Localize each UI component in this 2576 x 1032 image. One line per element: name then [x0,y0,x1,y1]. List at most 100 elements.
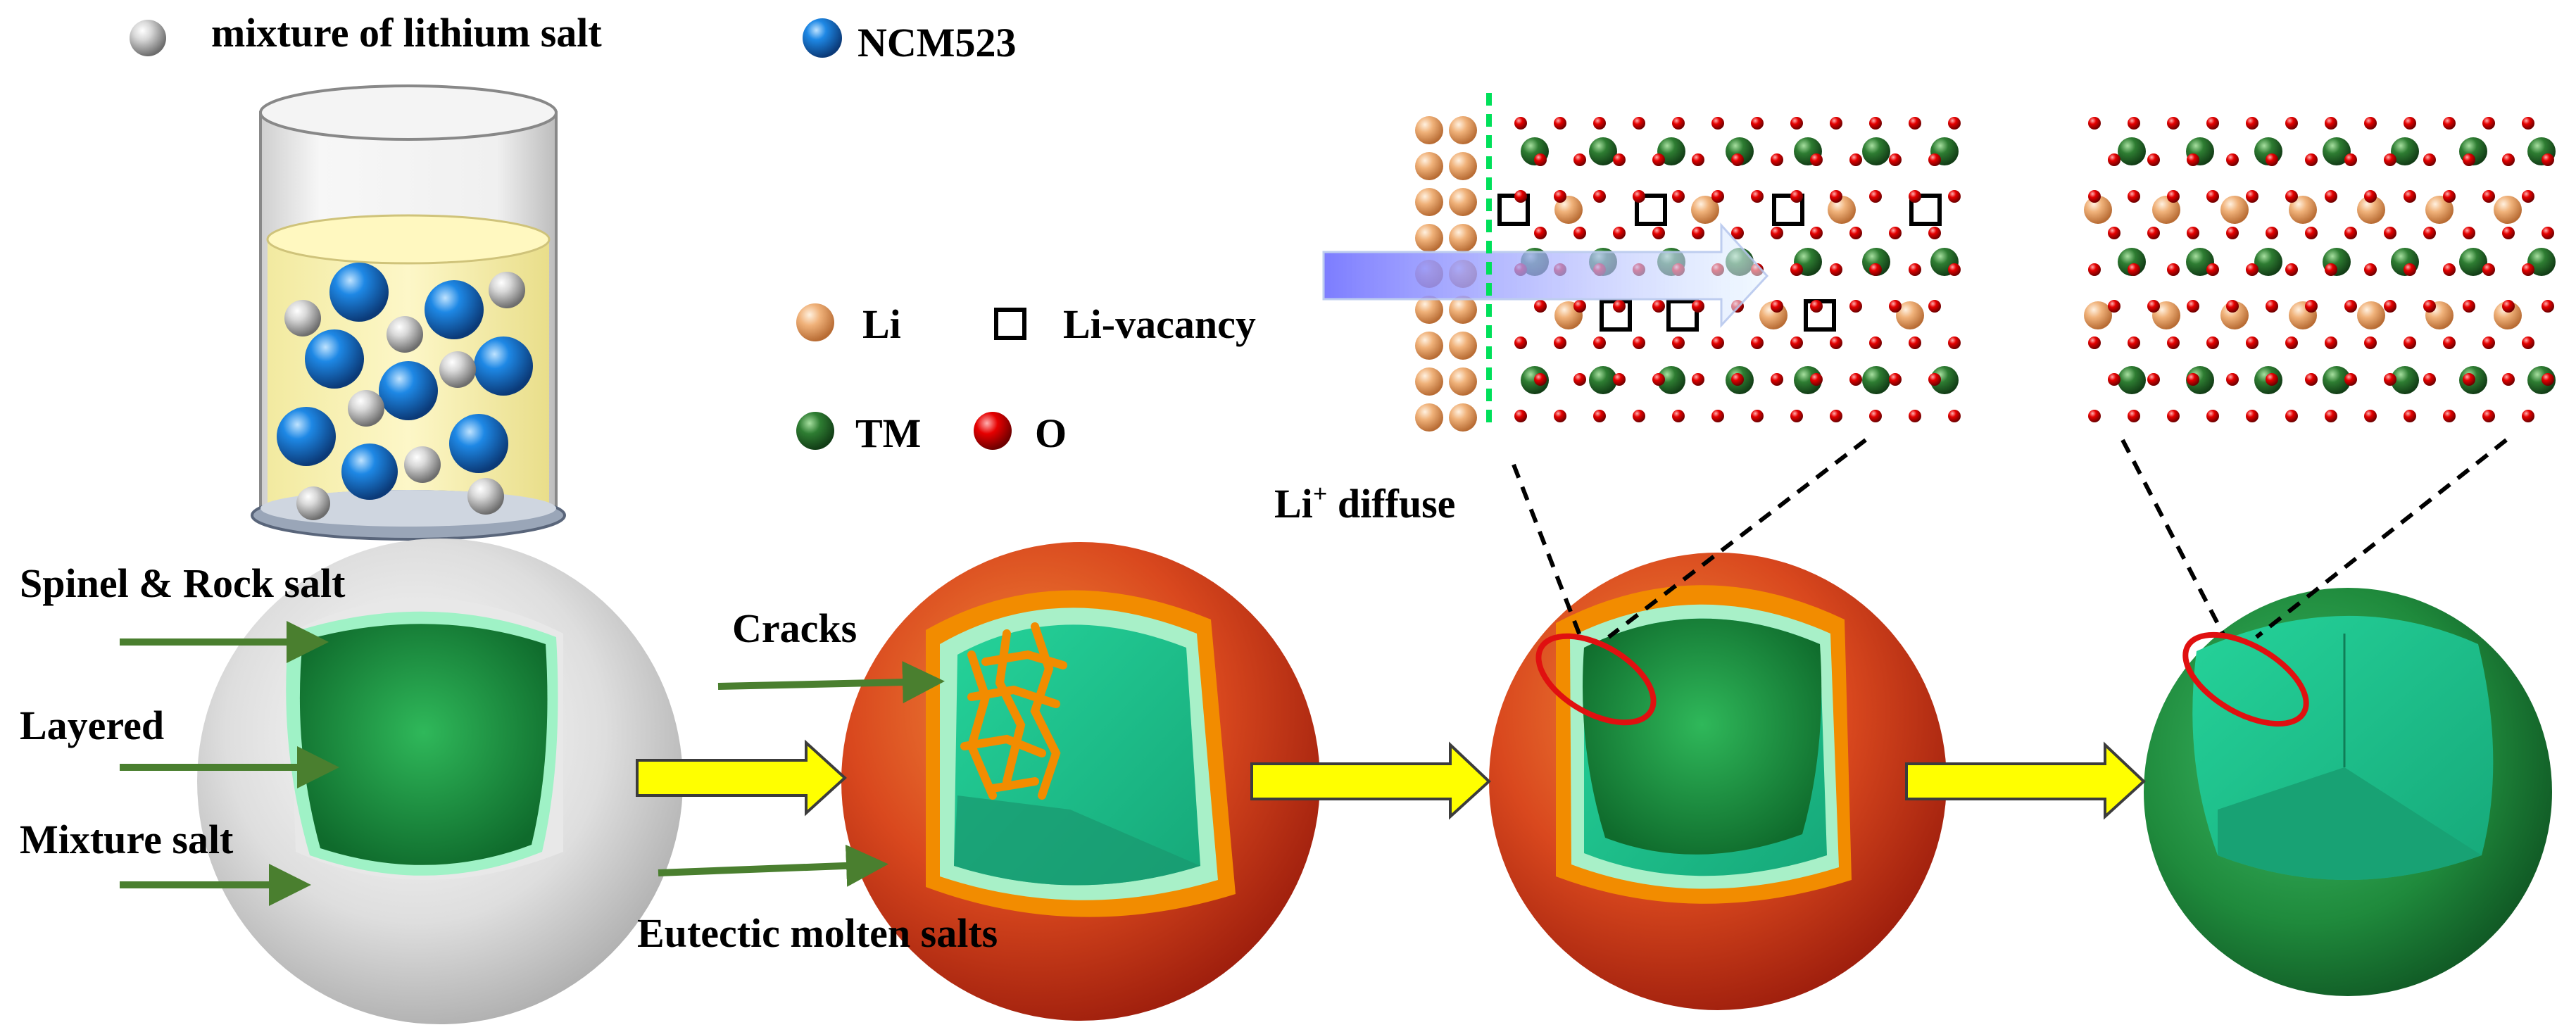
o-atom [1514,336,1527,349]
tm-atom [1589,137,1617,165]
o-atom [2344,300,2357,313]
o-atom [2088,190,2101,203]
o-atom [1652,300,1665,313]
o-atom [1613,153,1626,166]
o-atom [2167,336,2180,349]
o-atom [1928,153,1941,166]
o-atom [1672,410,1685,422]
o-atom [2266,227,2278,239]
tm-atom [1794,366,1822,394]
o-atom [1554,336,1566,349]
o-atom [1928,227,1941,239]
o-atom [1790,117,1803,130]
o-atom [1869,410,1882,422]
o-atom [2443,410,2456,422]
o-atom [1909,263,1921,276]
o-atom [1514,190,1527,203]
li-vacancy-site [1772,194,1804,226]
o-atom [1909,190,1921,203]
o-atom [2482,117,2495,130]
vacancy-legend-icon [994,308,1026,340]
o-atom [2423,227,2436,239]
o-atom [1514,410,1527,422]
li-legend-label: Li [862,301,901,347]
o-atom [1652,373,1665,386]
o-atom [1849,373,1862,386]
o-atom [1692,300,1704,313]
o-atom [2226,373,2239,386]
o-atom [2206,263,2219,276]
o-atom [1771,153,1783,166]
o-atom [1889,153,1902,166]
beaker [251,84,566,541]
o-atom [2404,263,2416,276]
o-atom [1593,336,1606,349]
layered-label: Layered [20,703,164,748]
process-arrow-2 [1250,741,1491,820]
o-atom [2463,153,2475,166]
o-atom [2128,190,2140,203]
vacancy-legend-label: Li-vacancy [1063,301,1256,347]
o-atom [2285,263,2298,276]
li-atom [2084,196,2112,224]
o-atom [1928,300,1941,313]
o-atom [2423,373,2436,386]
o-atom [2226,300,2239,313]
o-atom [1692,153,1704,166]
o-atom [1534,300,1547,313]
tm-atom [2254,248,2282,276]
o-atom [2285,190,2298,203]
o-atom [2108,153,2121,166]
o-atom [2522,117,2534,130]
o-atom [2128,117,2140,130]
o-atom [2305,153,2318,166]
o-atom [1909,410,1921,422]
tm-atom [2323,366,2351,394]
o-atom [2502,227,2515,239]
o-atom [2502,153,2515,166]
o-atom [2187,300,2199,313]
o-atom [1633,410,1645,422]
o-atom [1830,410,1842,422]
li-diffuse-label: Li+ diffuse [1274,479,1455,527]
o-atom [2246,336,2258,349]
o-atom [1692,373,1704,386]
o-atom [2463,300,2475,313]
o-atom [2167,190,2180,203]
tm-atom [2527,248,2556,276]
o-atom [2443,190,2456,203]
o-atom [1948,263,1961,276]
o-atom [2147,227,2160,239]
o-atom [1554,410,1566,422]
o-atom [2187,227,2199,239]
li-atom [1449,332,1477,360]
tm-atom [1930,366,1959,394]
li-atom [2357,301,2385,329]
o-atom [2108,227,2121,239]
li-atom [1691,196,1719,224]
li-atom [1449,403,1477,432]
o-atom [1830,336,1842,349]
o-atom [1830,263,1842,276]
o-atom [2423,300,2436,313]
tm-atom [1862,137,1890,165]
o-atom [2128,336,2140,349]
spinel-label: Spinel & Rock salt [20,560,346,606]
o-atom [1593,410,1606,422]
o-legend-label: O [1035,410,1067,456]
o-atom [1869,263,1882,276]
o-atom [2206,336,2219,349]
o-atom [1909,117,1921,130]
li-atom [1415,152,1443,180]
o-atom [1573,153,1586,166]
o-atom [2128,263,2140,276]
o-atom [2305,227,2318,239]
o-atom [2522,336,2534,349]
ncm-legend-label: NCM523 [857,20,1017,65]
cracks-label: Cracks [732,605,857,651]
o-atom [1849,153,1862,166]
li-vacancy-site [1909,194,1942,226]
o-atom [1869,336,1882,349]
o-atom [2226,227,2239,239]
